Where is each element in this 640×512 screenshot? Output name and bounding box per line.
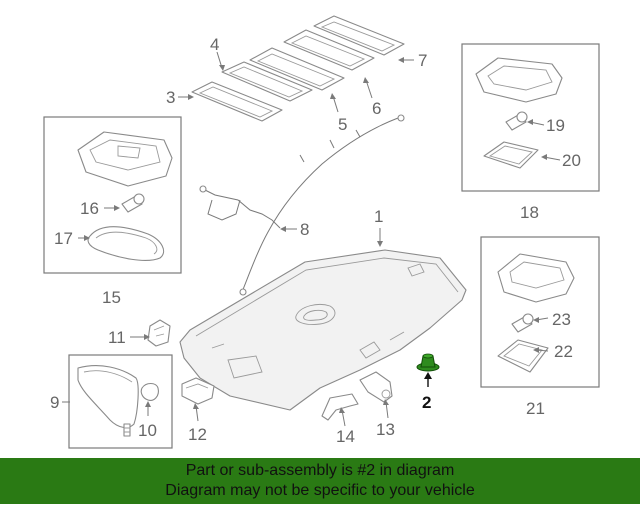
wiring-harness-8[interactable]	[199, 114, 405, 296]
callout-19: 19	[546, 116, 565, 135]
hook-11[interactable]	[147, 319, 171, 347]
leader-lines	[62, 51, 561, 427]
callout-labels: 1 2 3 4 5 6 7 8 9 10 11 12 13 14 15 16 1…	[50, 35, 581, 446]
bulb-16[interactable]	[121, 193, 145, 213]
callout-10: 10	[138, 421, 157, 440]
lens-20[interactable]	[483, 141, 539, 169]
bulb-19[interactable]	[505, 111, 528, 131]
callout-11: 11	[108, 328, 126, 347]
callout-15: 15	[102, 288, 121, 307]
headliner-1[interactable]	[179, 249, 467, 411]
room-lamp-21[interactable]	[497, 253, 575, 303]
sunvisor-9[interactable]	[77, 365, 139, 429]
banner-line-2: Diagram may not be specific to your vehi…	[165, 482, 475, 499]
roof-pad-5[interactable]	[249, 47, 345, 91]
callout-6: 6	[372, 99, 381, 118]
roof-pad-3[interactable]	[191, 81, 283, 122]
callout-16: 16	[80, 199, 99, 218]
callout-21: 21	[526, 399, 545, 418]
grab-handle-13[interactable]	[359, 371, 393, 403]
bulb-23[interactable]	[511, 313, 534, 333]
overhead-console-15[interactable]	[77, 131, 173, 187]
callout-3: 3	[166, 88, 175, 107]
callout-14: 14	[336, 427, 355, 446]
grab-handle-14[interactable]	[321, 393, 359, 421]
roof-pad-7[interactable]	[313, 15, 405, 56]
callout-4: 4	[210, 35, 219, 54]
roof-pad-4[interactable]	[221, 61, 313, 102]
callout-9: 9	[50, 393, 59, 412]
headliner-parts-diagram: 1 2 3 4 5 6 7 8 9 10 11 12 13 14 15 16 1…	[43, 15, 600, 449]
lamp-group-box-21	[480, 236, 600, 388]
callout-18: 18	[520, 203, 539, 222]
lens-17[interactable]	[87, 226, 165, 261]
banner-line-1: Part or sub-assembly is #2 in diagram	[185, 462, 455, 479]
clip-2[interactable]	[416, 353, 440, 372]
lens-22[interactable]	[497, 339, 549, 373]
callout-8: 8	[300, 220, 309, 239]
callout-12: 12	[188, 425, 207, 444]
callout-17: 17	[54, 229, 73, 248]
console-group-box-15	[43, 116, 182, 274]
callout-13: 13	[376, 420, 395, 439]
callout-1: 1	[374, 207, 383, 226]
visor-clip-10[interactable]	[140, 382, 159, 401]
callout-23: 23	[552, 310, 571, 329]
callout-5: 5	[338, 115, 347, 134]
map-lamp-18[interactable]	[475, 57, 563, 103]
callout-2: 2	[422, 393, 431, 412]
callout-7: 7	[418, 51, 427, 70]
callout-22: 22	[554, 342, 573, 361]
part-notice-banner: Part or sub-assembly is #2 in diagram Di…	[0, 458, 640, 504]
lamp-group-box-18	[461, 43, 600, 192]
roof-pad-6[interactable]	[283, 29, 375, 71]
callout-20: 20	[562, 151, 581, 170]
visor-screw[interactable]	[123, 423, 131, 437]
lamp-12[interactable]	[181, 377, 215, 405]
